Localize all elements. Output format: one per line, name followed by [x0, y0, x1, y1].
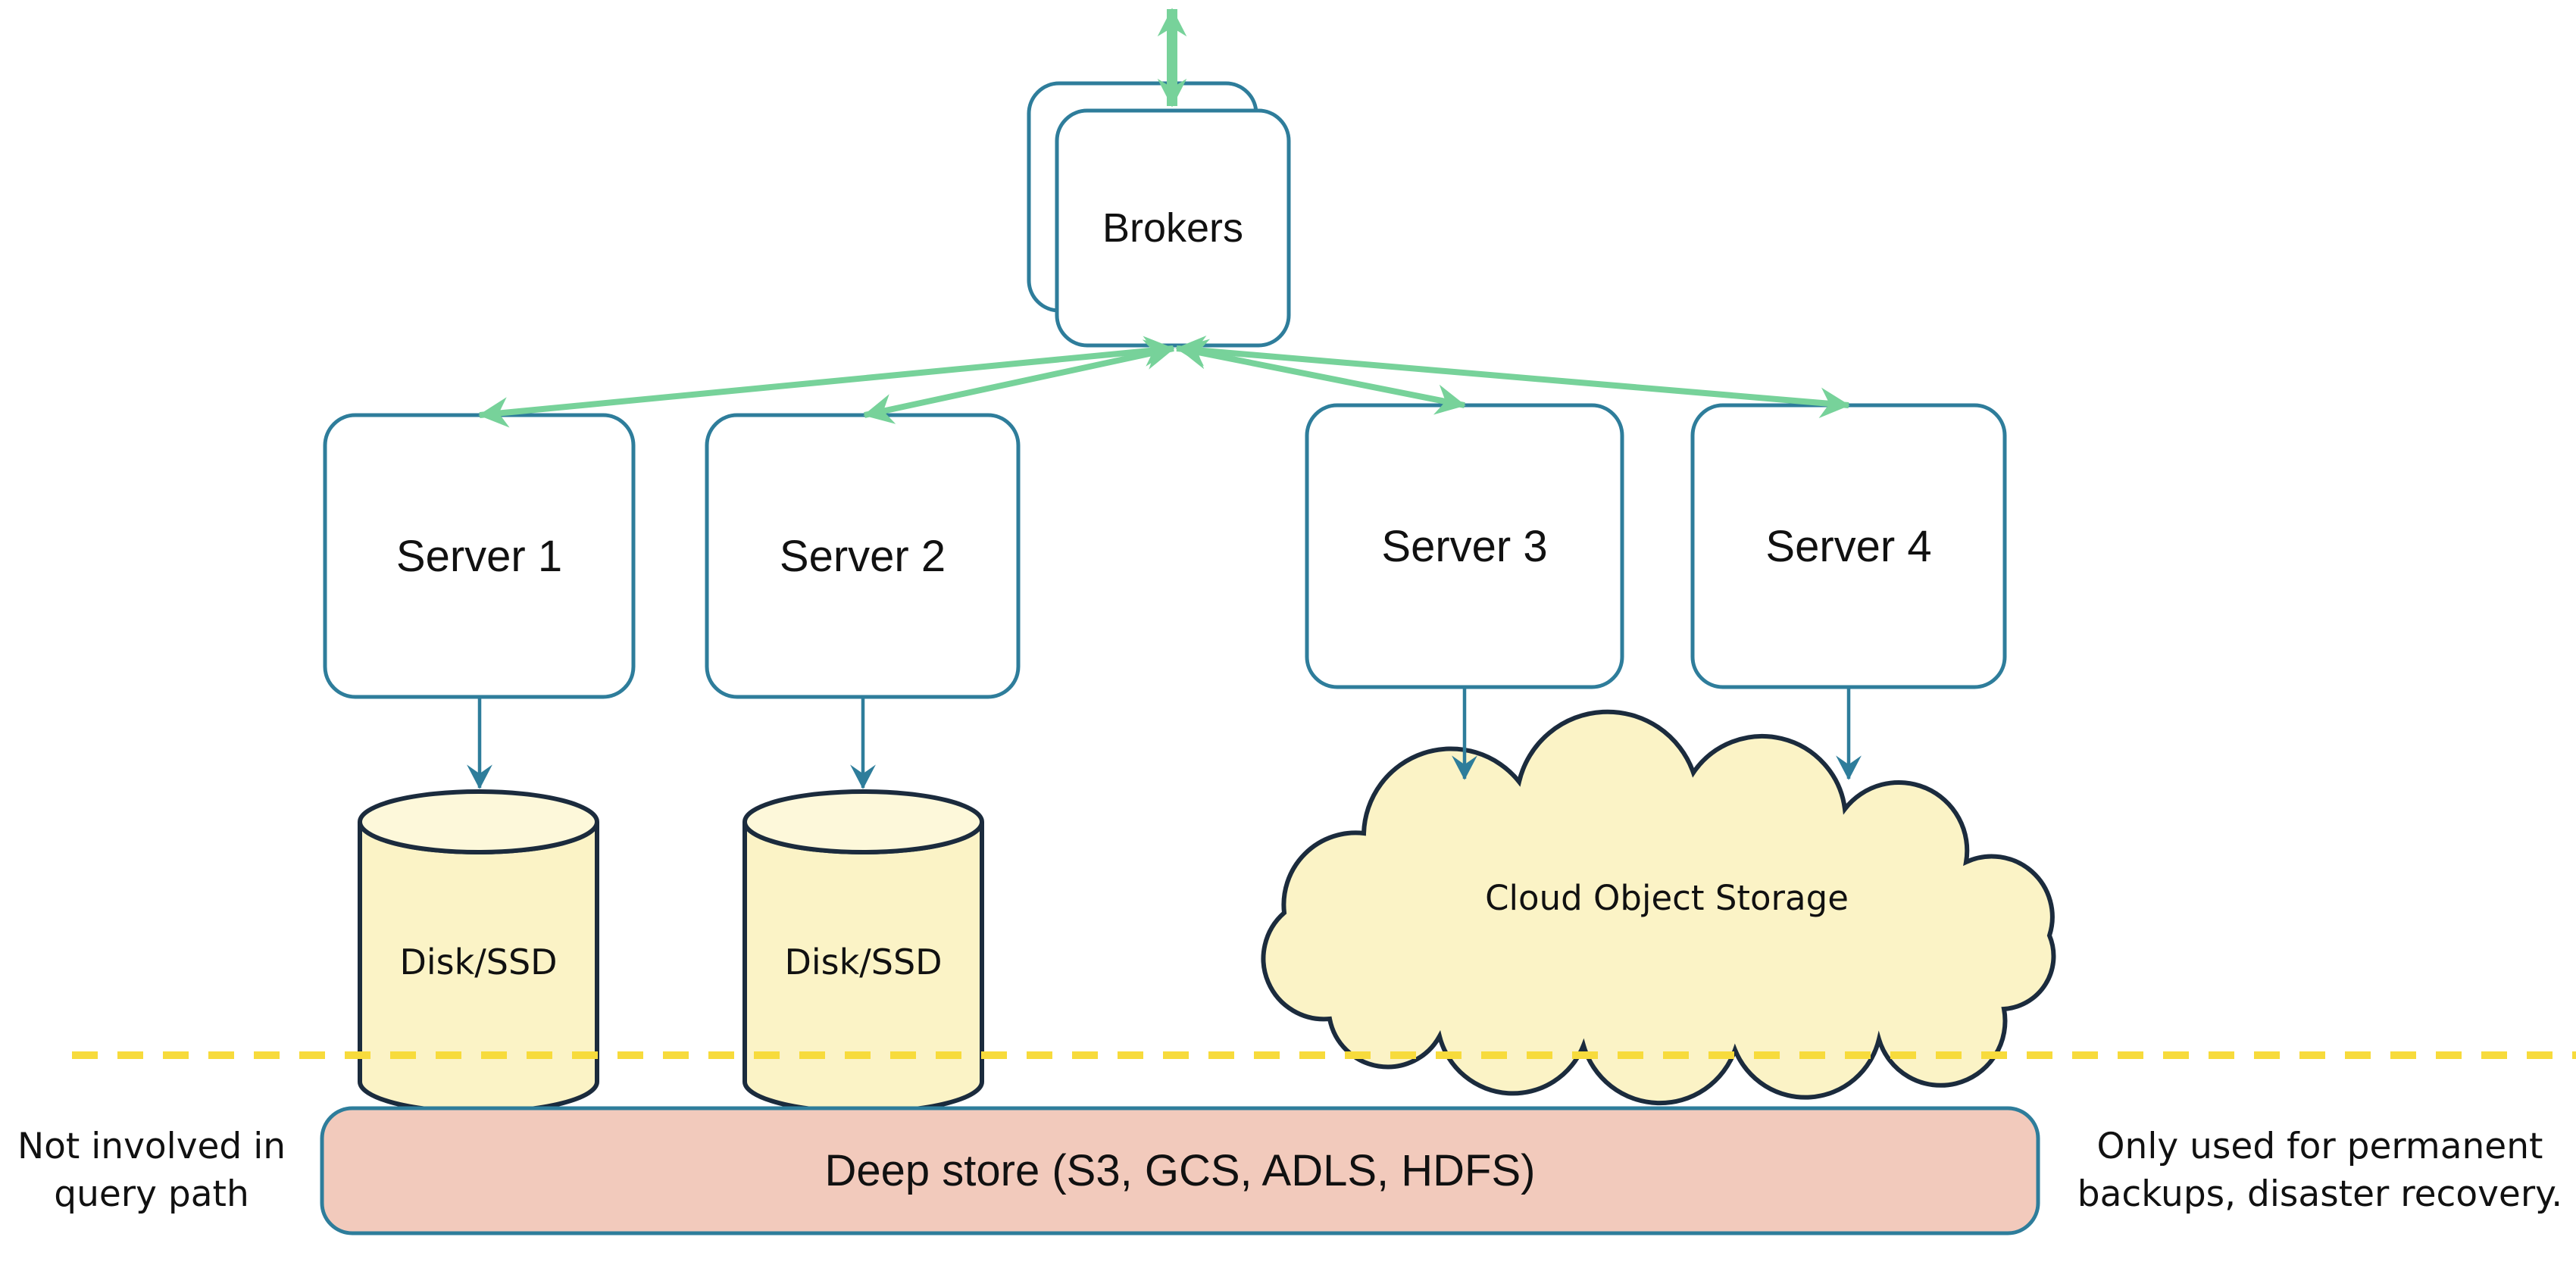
left-note: Not involved in query path [8, 1123, 295, 1218]
right-note-line2: backups, disaster recovery. [2077, 1173, 2563, 1215]
arrow-brokers-server2 [863, 339, 1175, 424]
disk1-cylinder [358, 789, 599, 1114]
cloud-object-storage-label: Cloud Object Storage [1485, 877, 1849, 918]
right-note: Only used for permanent backups, disaste… [2055, 1123, 2576, 1218]
right-note-line1: Only used for permanent [2096, 1126, 2543, 1167]
deep-store-label: Deep store (S3, GCS, ADLS, HDFS) [824, 1146, 1536, 1195]
arrow-brokers-server4 [1175, 336, 1850, 418]
server4-label: Server 4 [1765, 521, 1932, 571]
deep-store-box [320, 1106, 2040, 1235]
brokers-label: Brokers [1102, 205, 1244, 251]
arrow-brokers-server3 [1177, 339, 1466, 415]
server3-label: Server 3 [1381, 521, 1548, 571]
server1-label: Server 1 [395, 531, 563, 581]
disk2-label: Disk/SSD [784, 942, 943, 982]
cloud-object-storage-shape [1261, 709, 2056, 1106]
server2-label: Server 2 [779, 531, 946, 581]
arrow-brokers-server1 [478, 336, 1174, 428]
left-note-line1: Not involved in [17, 1126, 286, 1167]
disk1-label: Disk/SSD [399, 942, 558, 982]
left-note-line2: query path [54, 1173, 249, 1215]
